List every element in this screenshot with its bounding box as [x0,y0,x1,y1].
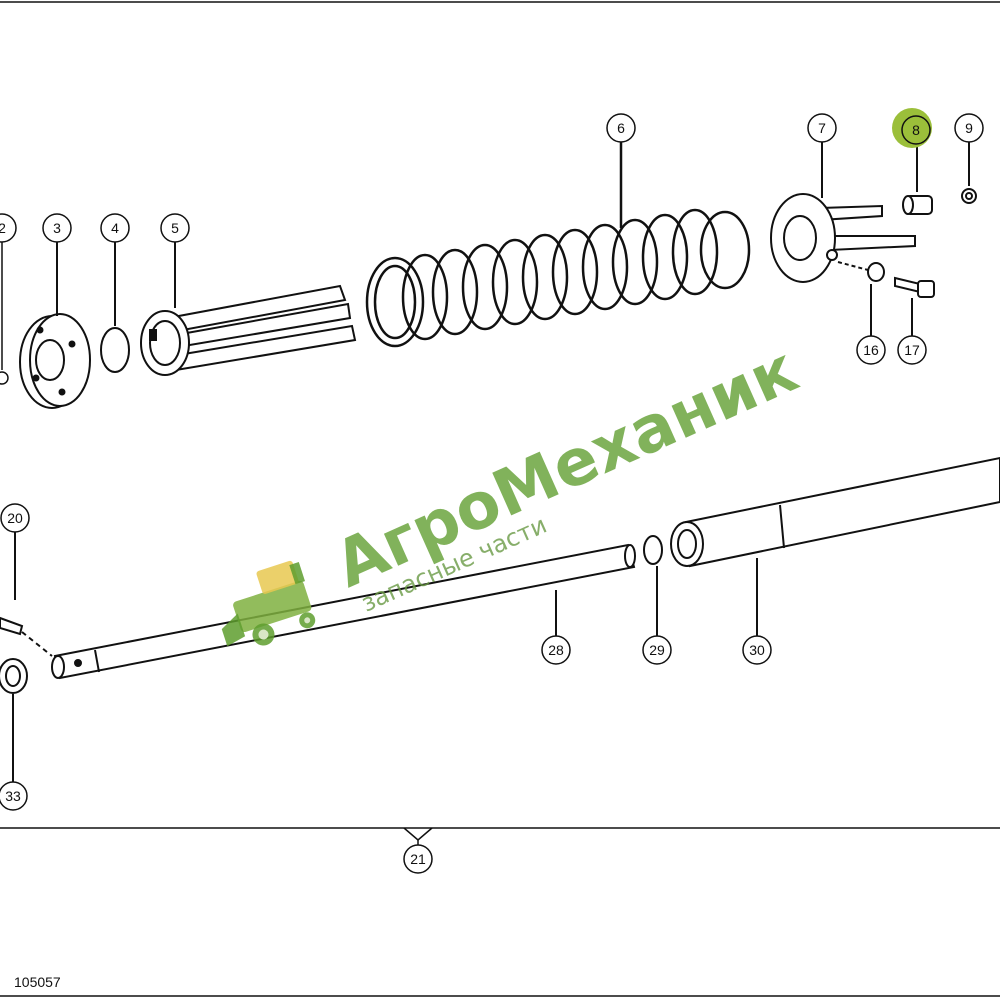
callout-33[interactable] [0,781,28,811]
callout-label-17: 17 [904,342,920,358]
part-30-tube[interactable] [670,456,1000,636]
figure-number: 105057 [14,974,61,990]
part-6-coil-spring[interactable] [365,142,751,348]
part-3-flange[interactable] [19,242,91,409]
callout-label-29: 29 [649,642,665,658]
callout-30[interactable] [742,635,772,665]
callout-label-7: 7 [818,120,826,136]
callout-21[interactable] [403,844,433,874]
part-28-shaft[interactable] [51,543,636,680]
watermark: АгроМеханик запасные части [221,333,808,647]
callout-label-30: 30 [749,642,765,658]
callouts [0,108,984,874]
callout-label-33: 33 [5,788,21,804]
callout-label-20: 20 [7,510,23,526]
callout-28[interactable] [541,635,571,665]
callout-label-21: 21 [410,851,426,867]
callout-label-8: 8 [912,122,920,138]
combine-harvester-icon [221,560,316,647]
part-7-spring-plate[interactable] [770,142,916,283]
callout-label-9: 9 [965,120,973,136]
callout-16[interactable] [856,335,886,365]
callout-label-4: 4 [111,220,119,236]
callout-label-16: 16 [863,342,879,358]
part-29-ring[interactable] [643,535,663,636]
callout-17[interactable] [897,335,927,365]
callout-20[interactable] [0,503,30,533]
callout-6[interactable] [606,113,636,143]
callout-label-2: 2 [0,220,6,236]
callout-3[interactable] [42,213,72,243]
callout-label-3: 3 [53,220,61,236]
callout-8[interactable] [901,115,931,145]
callout-9[interactable] [954,113,984,143]
callout-2[interactable] [0,213,17,243]
callout-label-28: 28 [548,642,564,658]
part-33-seal-ring[interactable] [0,658,28,782]
callout-29[interactable] [642,635,672,665]
callout-label-6: 6 [617,120,625,136]
part-21-assembly-bracket [403,827,433,845]
part-17-bolt[interactable] [894,276,935,336]
callout-labels: 2 3 4 5 6 7 8 9 16 17 20 28 29 30 33 21 [0,120,973,867]
part-2-bolt[interactable] [0,240,9,385]
callout-4[interactable] [100,213,130,243]
part-16-washer[interactable] [837,261,885,336]
part-5-guide-sleeve[interactable] [140,242,357,376]
callout-5[interactable] [160,213,190,243]
part-20-pin[interactable] [0,532,53,657]
part-9-nut[interactable] [961,142,977,204]
callout-label-5: 5 [171,220,179,236]
part-8-bushing[interactable] [902,144,933,215]
callout-7[interactable] [807,113,837,143]
part-4-ring[interactable] [100,242,130,373]
